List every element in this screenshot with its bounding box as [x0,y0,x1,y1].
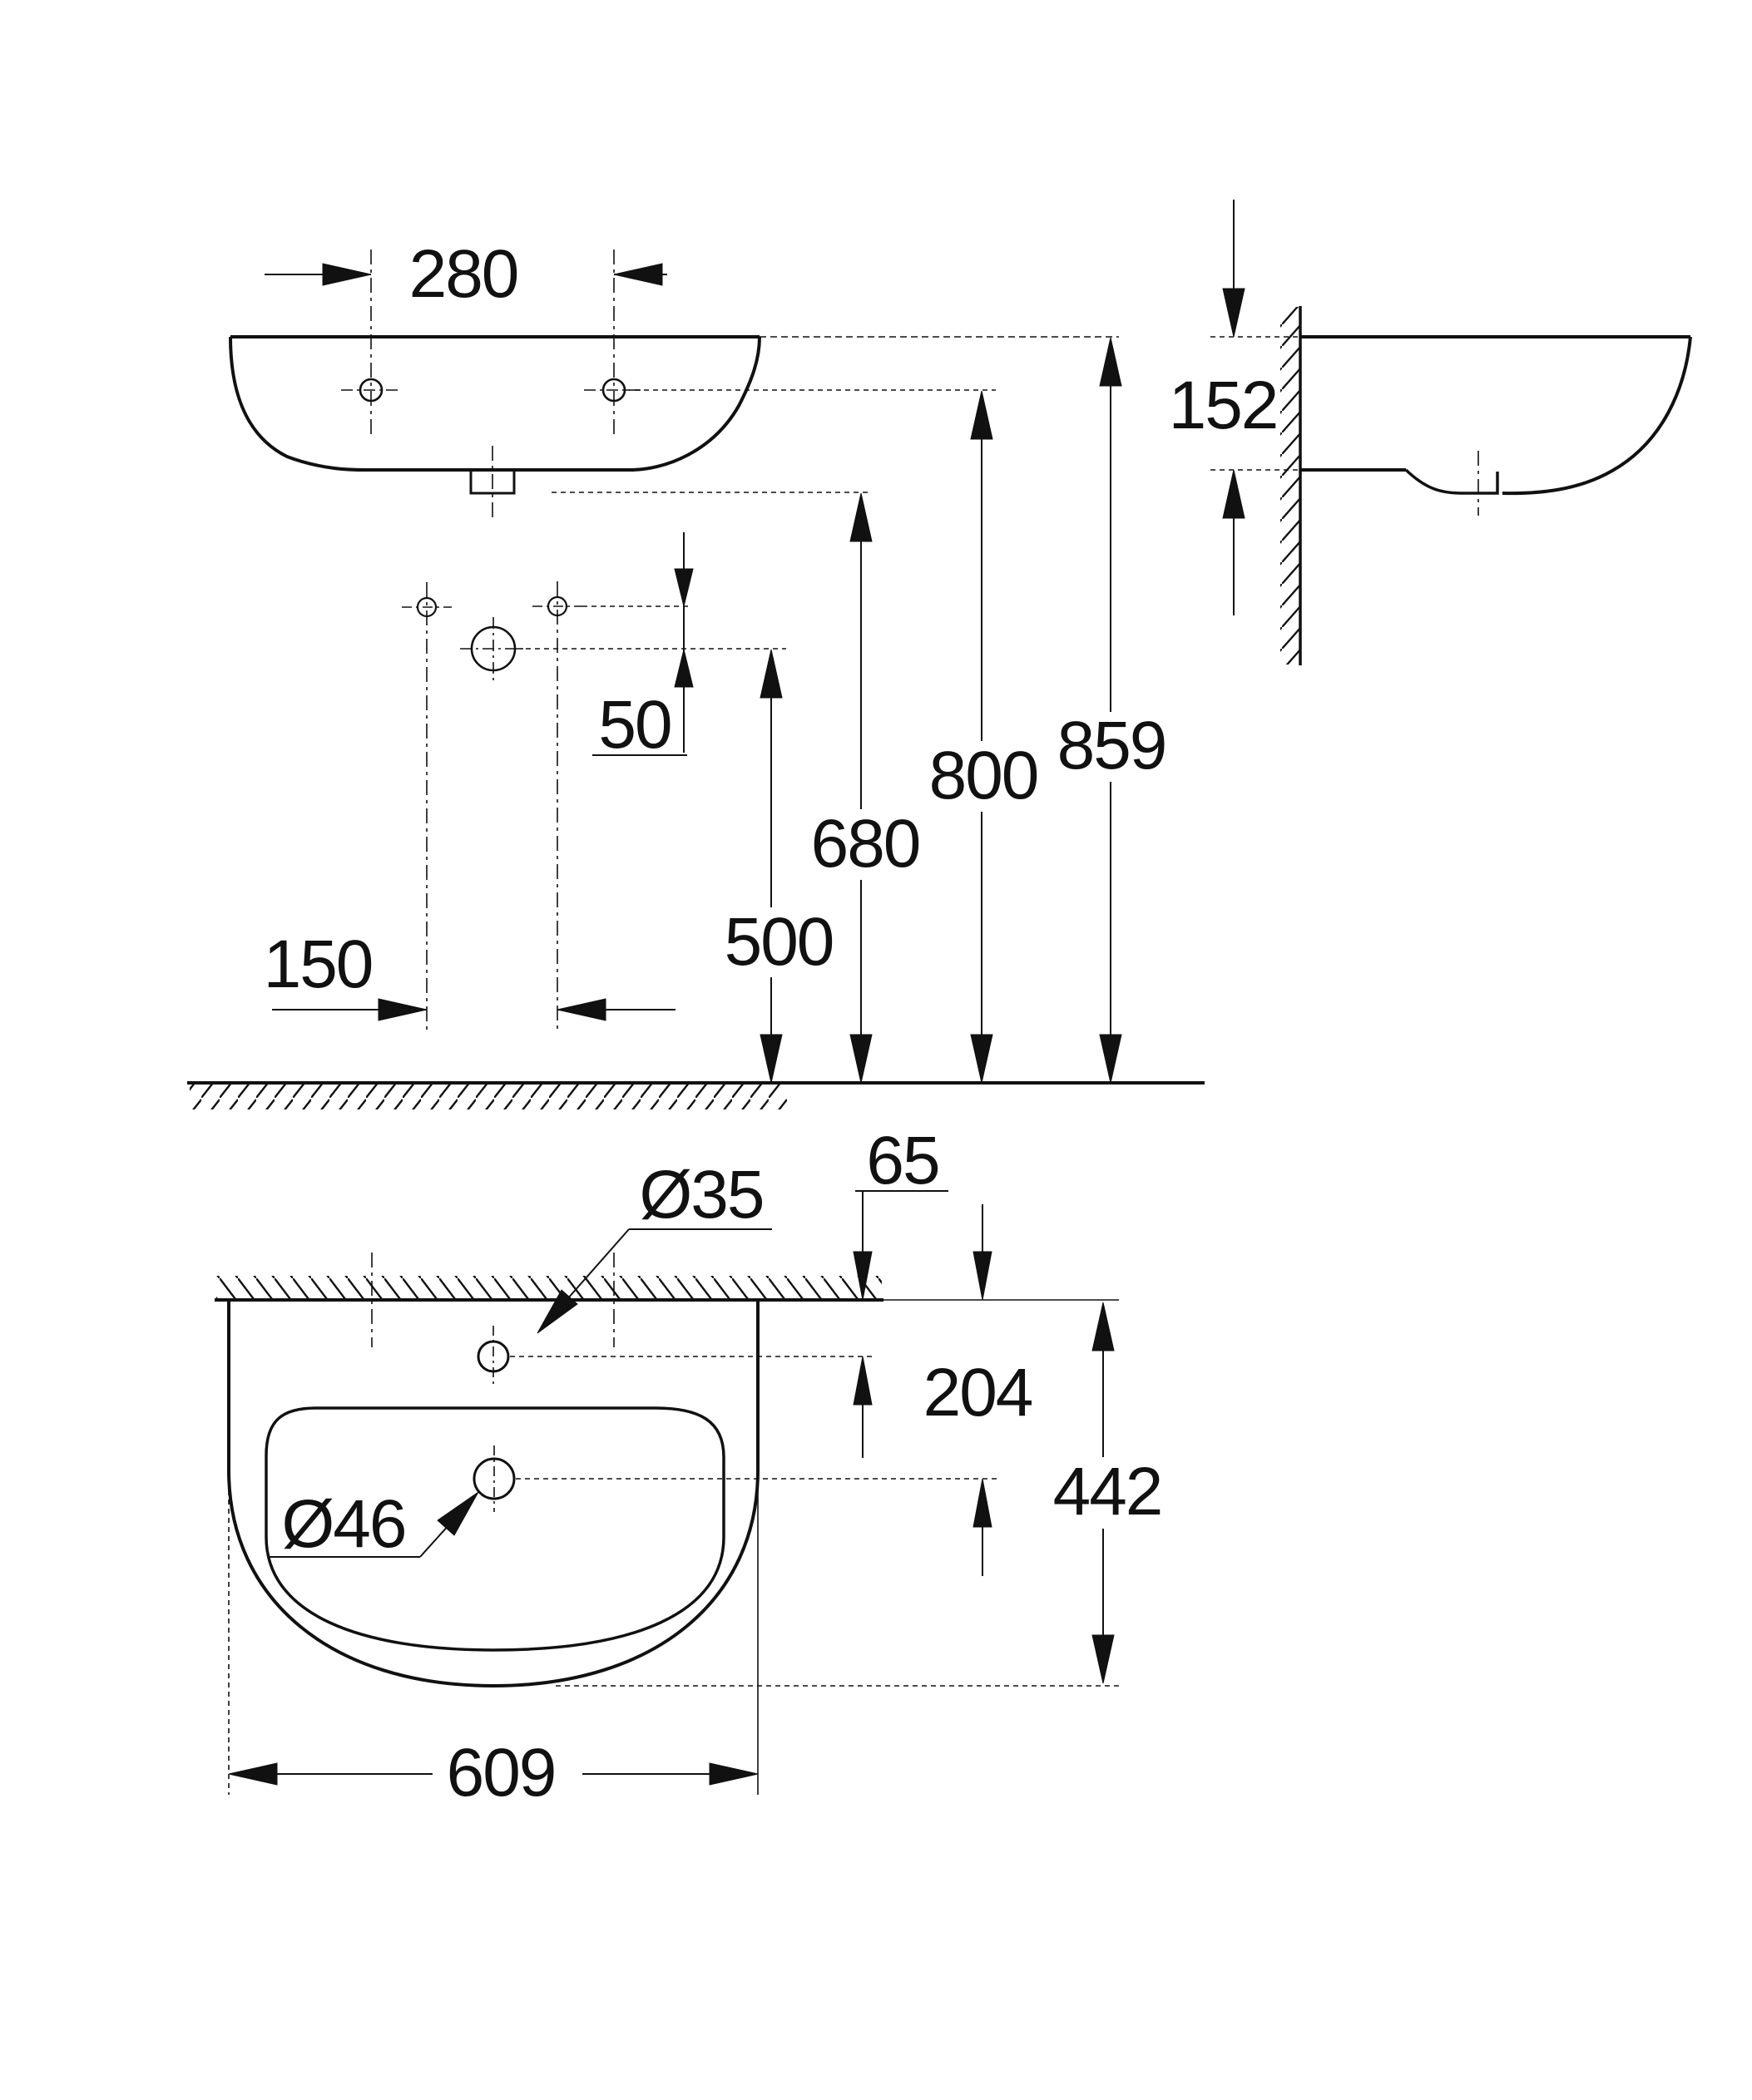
dim-label-150: 150 [263,926,374,1002]
dim-label-65: 65 [866,1123,940,1198]
front-tab [469,468,516,495]
dim150-arrow-right [378,998,428,1021]
floor-hatching [190,1085,787,1109]
side-trap-outline [1404,468,1499,495]
dim800 [970,390,993,1084]
dia35-leader [537,1228,772,1334]
dim-label-204: 204 [923,1355,1034,1430]
plan-wall-hatching [216,1276,882,1299]
dim-label-609: 609 [446,1735,557,1811]
dim150-arrow-left [557,998,606,1021]
side-profile-curve [1502,336,1692,496]
dim-label-680: 680 [810,806,922,882]
dia46-leader [268,1491,479,1558]
dim680 [849,492,873,1084]
dim152 [1222,200,1245,615]
dim500 [760,649,783,1084]
dim609 [228,1762,759,1786]
dim280-arrow-left [322,263,372,286]
dim-label-800: 800 [928,738,1040,813]
dim65 [853,1190,948,1458]
dim-label-152: 152 [1168,368,1279,443]
front-view [187,250,1205,1109]
side-wall-hatching [1280,307,1299,665]
plan-inner-rim [265,1406,725,1652]
front-basin-outline [229,336,761,472]
dim-label-dia46: Ø46 [281,1486,408,1562]
dim-label-859: 859 [1057,708,1168,783]
plan-view [215,1190,1119,1795]
plan-basin-outline [227,1300,760,1688]
side-view [1210,200,1692,665]
dim50-arrow-up [674,649,694,688]
dim50-arrow-down [674,568,694,607]
dim-label-442: 442 [1052,1454,1164,1529]
dim859 [1099,337,1122,1084]
dim204 [973,1204,992,1576]
dim-label-280: 280 [408,236,520,312]
dim280-arrow-right [613,263,663,286]
dim442 [1091,1302,1115,1684]
dim-label-500: 500 [724,904,835,980]
dim-label-dia35: Ø35 [639,1157,765,1233]
drain-hole [473,1457,516,1500]
dim-label-50: 50 [598,687,672,763]
